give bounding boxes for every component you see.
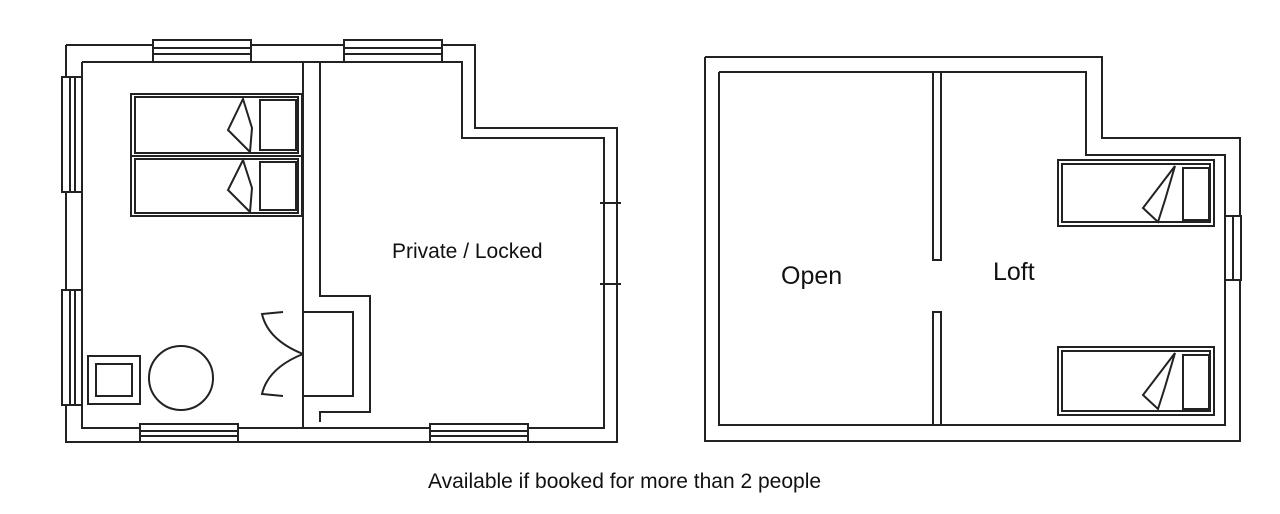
middle-partition bbox=[932, 71, 942, 426]
window-top-right bbox=[343, 39, 443, 63]
private-locked-label: Private / Locked bbox=[392, 240, 543, 263]
wardrobe bbox=[260, 311, 354, 397]
window-bottom-left bbox=[139, 423, 239, 443]
bed-lower bbox=[130, 155, 303, 217]
ground-floor-plan bbox=[61, 39, 621, 443]
partition-wall bbox=[302, 62, 371, 428]
window-left-upper bbox=[61, 76, 83, 193]
upper-floor-outer-wall bbox=[704, 56, 1241, 442]
ground-floor-inner-wall bbox=[81, 61, 605, 429]
availability-caption: Available if booked for more than 2 peop… bbox=[428, 470, 822, 493]
bed-upper bbox=[130, 93, 303, 157]
loft-label: Loft bbox=[993, 258, 1035, 286]
loft-bed-lower bbox=[1057, 346, 1215, 416]
round-table bbox=[148, 345, 214, 411]
window-right-wall bbox=[1224, 215, 1242, 281]
window-bottom-right bbox=[429, 423, 529, 443]
ground-floor-outer-wall bbox=[65, 44, 618, 443]
upper-floor-inner-wall bbox=[718, 71, 1226, 426]
open-area-label: Open bbox=[781, 262, 843, 290]
loft-bed-upper bbox=[1057, 159, 1215, 227]
upper-floor-plan bbox=[704, 56, 1242, 442]
side-table bbox=[87, 355, 141, 405]
window-left-lower bbox=[61, 289, 83, 406]
window-top-left bbox=[152, 39, 252, 63]
